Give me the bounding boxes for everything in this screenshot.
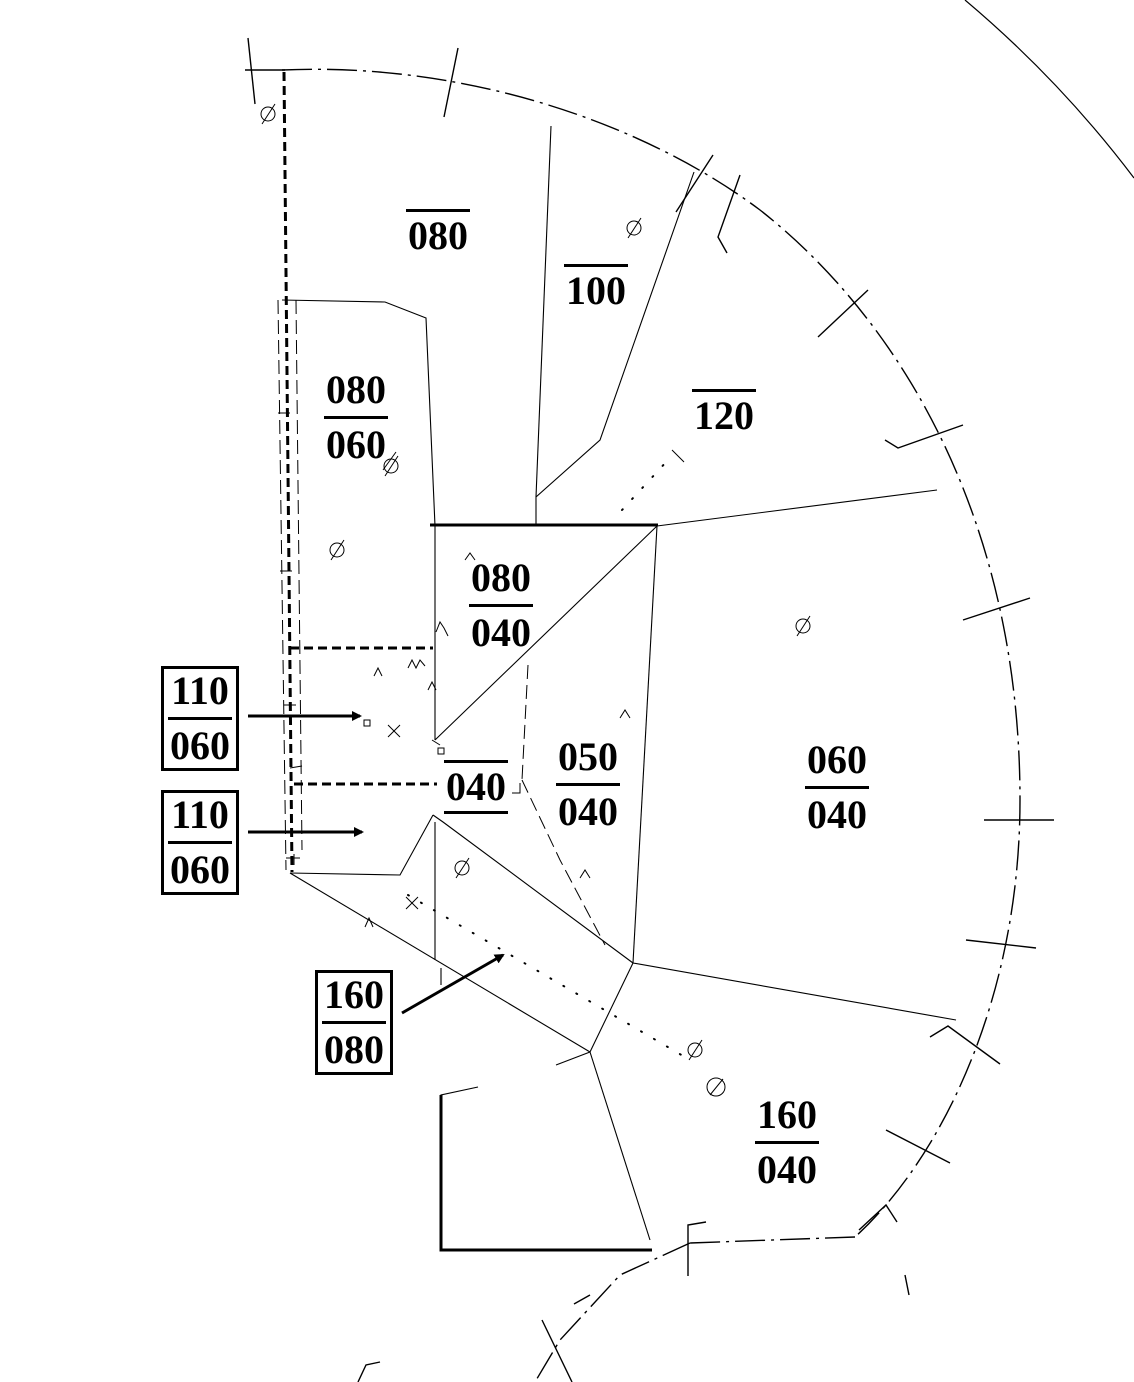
sector-lower: 040 <box>471 610 531 655</box>
sector-value: 040 <box>444 760 508 814</box>
callout-upper: 160 <box>322 975 386 1024</box>
sector-label-040: 040 <box>444 760 508 814</box>
thick-boundaries <box>430 523 658 1252</box>
sector-upper: 060 <box>805 740 869 789</box>
callout-lower: 060 <box>170 847 230 892</box>
sector-upper: 160 <box>755 1095 819 1144</box>
navaid-symbols <box>260 103 811 1097</box>
sector-upper: 050 <box>556 737 620 786</box>
callout-160-080-box: 160 080 <box>315 970 393 1075</box>
outer-boundary-arc <box>964 0 1134 179</box>
callout-lower: 080 <box>324 1027 384 1072</box>
callout-arrows <box>248 711 505 1015</box>
dash-dot-boundary <box>281 68 1021 1382</box>
sector-lower: 060 <box>326 422 386 467</box>
sector-value: 120 <box>692 389 756 436</box>
sector-label-160-040: 160 040 <box>755 1095 819 1190</box>
thin-dashed-edges <box>277 299 606 946</box>
sector-upper: 080 <box>469 558 533 607</box>
sector-label-080: 080 <box>406 209 470 256</box>
sector-label-050-040: 050 040 <box>556 737 620 832</box>
sector-label-080-060: 080 060 <box>324 370 388 465</box>
sector-label-060-040: 060 040 <box>805 740 869 835</box>
callout-upper: 110 <box>168 795 232 844</box>
terrain-symbols <box>278 412 685 928</box>
sector-label-100: 100 <box>564 264 628 311</box>
sector-lower: 040 <box>757 1147 817 1192</box>
sector-lower: 040 <box>558 789 618 834</box>
sector-lower: 040 <box>807 792 867 837</box>
sector-label-120: 120 <box>692 389 756 436</box>
sector-label-080-040: 080 040 <box>469 558 533 653</box>
sector-value: 100 <box>564 264 628 311</box>
callout-110-060-upper-box: 110 060 <box>161 666 239 771</box>
boundary-ticks <box>245 37 1054 1382</box>
callout-lower: 060 <box>170 723 230 768</box>
sector-upper: 080 <box>324 370 388 419</box>
dashed-boundaries <box>282 71 437 873</box>
callout-upper: 110 <box>168 671 232 720</box>
callout-110-060-lower-box: 110 060 <box>161 790 239 895</box>
sector-value: 080 <box>406 209 470 256</box>
